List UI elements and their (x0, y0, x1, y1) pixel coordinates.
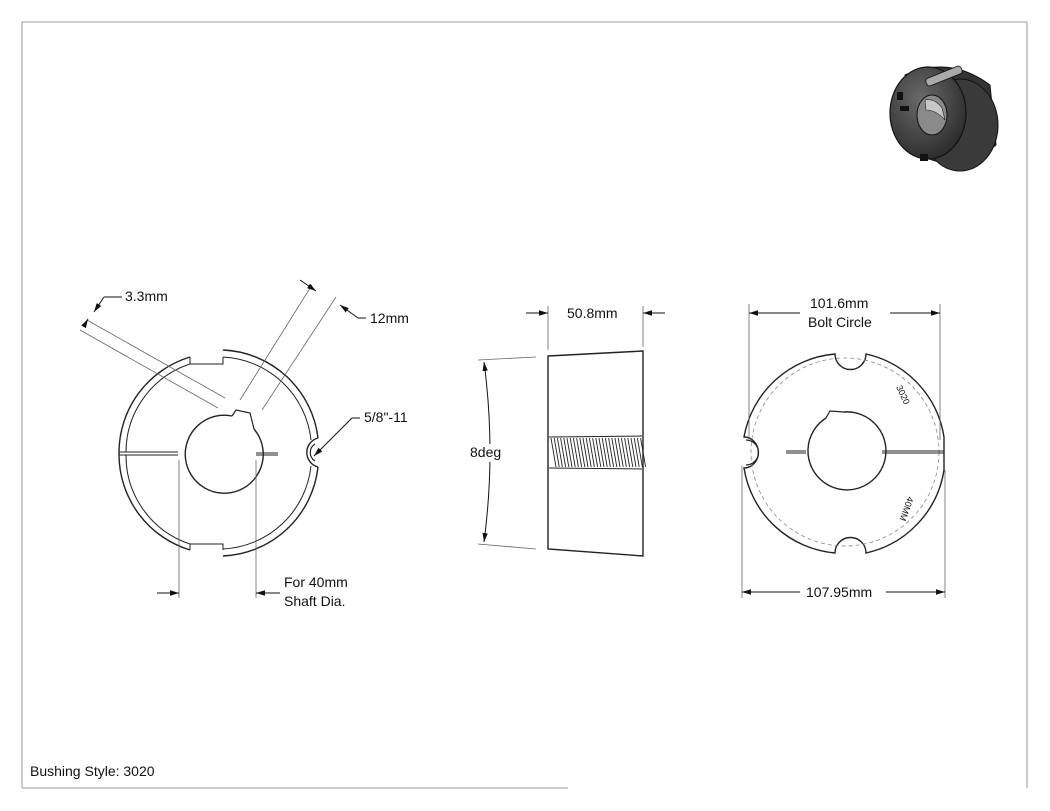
dim-key-depth: 12mm (370, 310, 409, 326)
front-tapped-hole (306, 437, 319, 468)
dim-bolt-circle-line2: Bolt Circle (808, 314, 872, 330)
title-block-label: Bushing Style: 3020 (30, 763, 155, 779)
isometric-view (889, 65, 999, 172)
thread-pattern (550, 437, 647, 468)
sheet-border (21, 21, 1028, 789)
dim-key-width: 3.3mm (125, 288, 168, 304)
rear-bore (807, 411, 887, 491)
side-view: 50.8mm 8deg (468, 305, 665, 557)
dim-tap-size: 5/8"-11 (364, 409, 408, 425)
bolt-circle (750, 357, 940, 547)
dim-outer-diameter: 107.95mm (806, 584, 872, 600)
rear-view: 3020 40MM 101.6mm Bolt Circle 107.95mm (741, 295, 946, 600)
front-view-outline (118, 356, 191, 551)
dim-bore-line1: For 40mm (284, 574, 348, 590)
dim-length: 50.8mm (567, 305, 618, 321)
dim-taper-angle: 8deg (470, 444, 501, 460)
front-bore (184, 414, 264, 494)
dim-bore-line2: Shaft Dia. (284, 593, 345, 609)
rear-view-outline (743, 353, 945, 554)
front-view: 3.3mm 12mm 5/8"-11 For 40mm Shaft Dia. (79, 279, 409, 609)
dim-bolt-circle-line1: 101.6mm (810, 295, 868, 311)
